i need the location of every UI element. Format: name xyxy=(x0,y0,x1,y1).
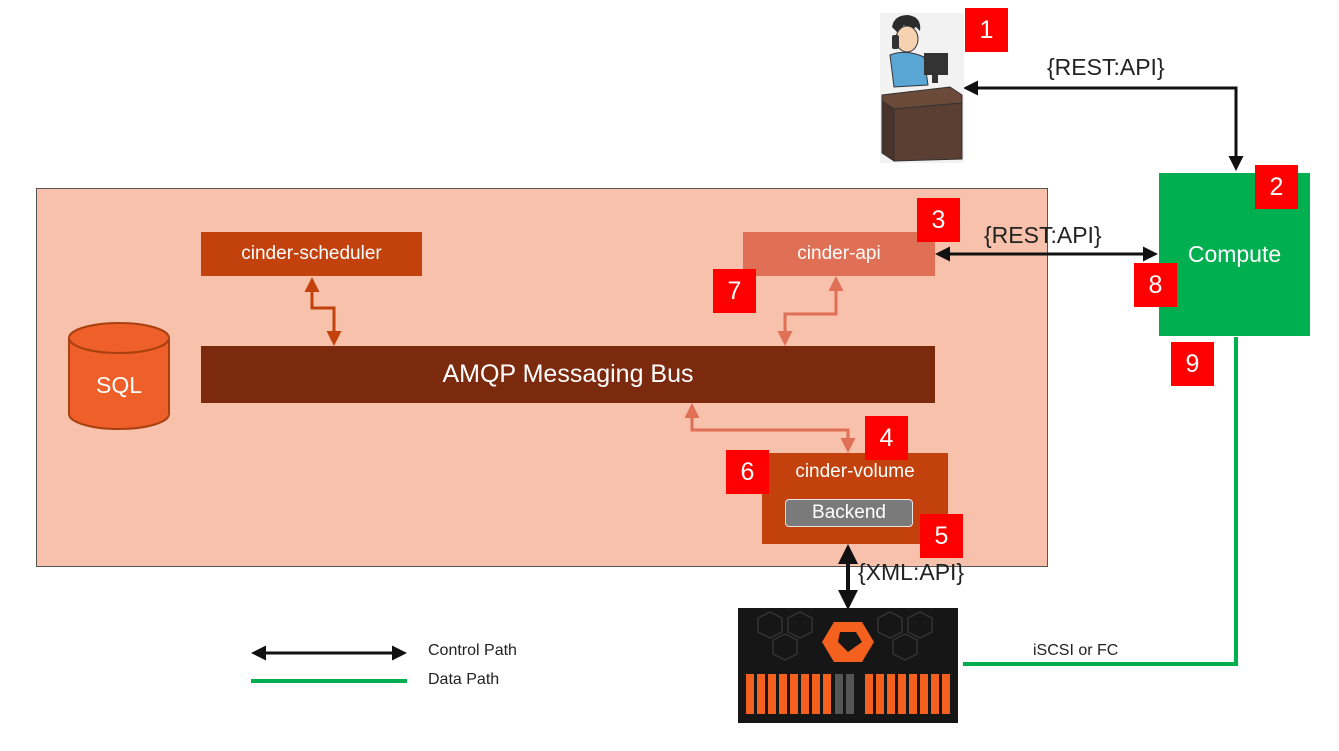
rest-api-user-label: {REST:API} xyxy=(1047,54,1165,80)
cinder-api-node: cinder-api xyxy=(743,232,935,276)
step-badge-5: 5 xyxy=(920,514,963,558)
amqp-bus-label: AMQP Messaging Bus xyxy=(442,360,694,388)
step-badge-7: 7 xyxy=(713,269,756,313)
data-path-line xyxy=(963,337,1238,666)
compute-label: Compute xyxy=(1187,241,1282,267)
arrow-api-bus xyxy=(777,276,844,346)
xml-api-label: {XML:API} xyxy=(858,559,965,585)
arrow-bus-volume xyxy=(684,403,856,453)
storage-array-icon xyxy=(738,608,958,723)
legend-data-path: Data Path xyxy=(428,671,500,688)
step-badge-8: 8 xyxy=(1134,263,1177,307)
cinder-volume-label: cinder-volume xyxy=(795,461,915,482)
step-badge-6: 6 xyxy=(726,450,769,494)
step-badge-9: 9 xyxy=(1171,342,1214,386)
database-cylinder-icon: SQL xyxy=(68,322,170,430)
step-badge-3: 3 xyxy=(917,198,960,242)
arrow-scheduler-bus xyxy=(304,277,342,346)
cinder-scheduler-node: cinder-scheduler xyxy=(201,232,422,276)
user-at-desk-icon xyxy=(880,13,964,163)
step-badge-2: 2 xyxy=(1255,165,1298,209)
sql-label: SQL xyxy=(96,372,142,398)
step-badge-1: 1 xyxy=(965,8,1008,52)
step-badge-4: 4 xyxy=(865,416,908,460)
cinder-scheduler-label: cinder-scheduler xyxy=(241,243,382,264)
iscsi-fc-label: iSCSI or FC xyxy=(1033,642,1119,659)
amqp-bus-node: AMQP Messaging Bus xyxy=(201,346,935,403)
legend-control-path: Control Path xyxy=(428,642,517,659)
arrow-user-compute xyxy=(963,80,1244,171)
cinder-volume-node: cinder-volume Backend xyxy=(762,453,948,544)
backend-node: Backend xyxy=(785,499,913,527)
rest-api-compute-label: {REST:API} xyxy=(984,222,1102,248)
backend-label: Backend xyxy=(812,502,886,523)
cinder-api-label: cinder-api xyxy=(797,243,881,264)
